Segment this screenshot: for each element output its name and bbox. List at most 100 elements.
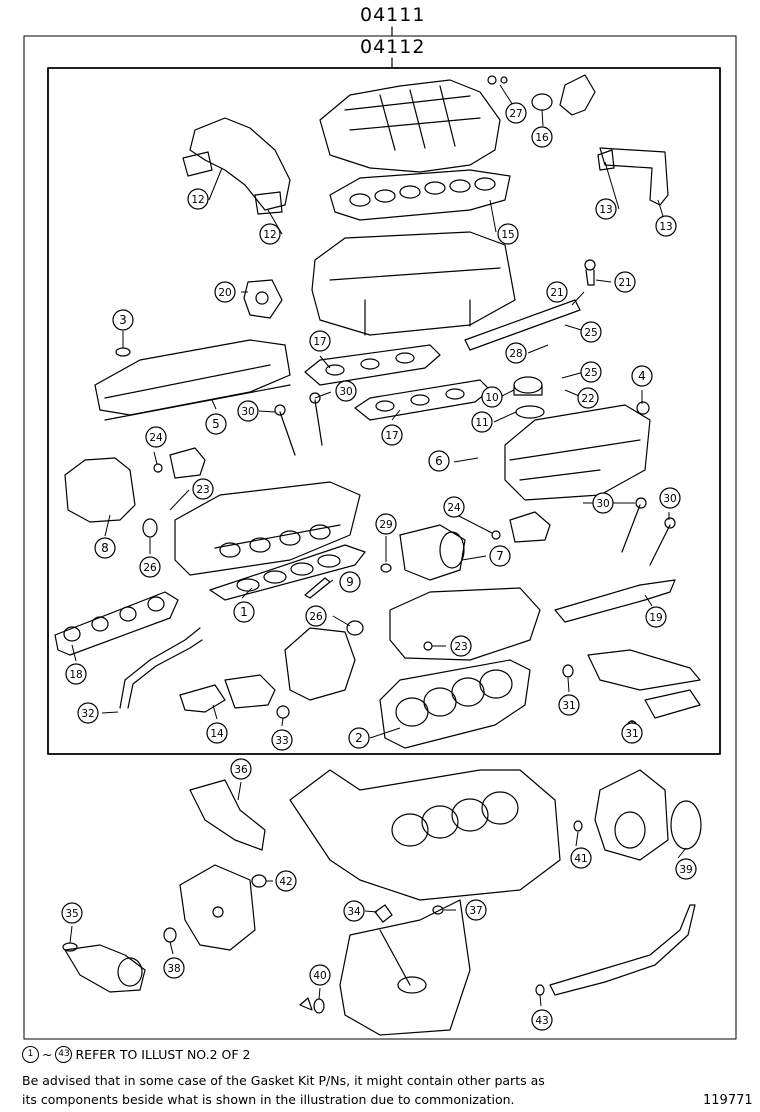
callout-number: 41 [574,853,587,865]
callout-9: 9 [339,571,361,593]
callout-number: 35 [65,908,78,920]
callout-10: 10 [481,386,503,408]
callout-number: 43 [535,1015,548,1027]
callout-8: 8 [94,537,116,559]
callout-number: 29 [379,519,392,531]
water-pipe-drawing [549,904,696,996]
callout-number: 33 [275,735,288,747]
callout-33: 33 [271,729,293,751]
callout-number: 31 [562,700,575,712]
callout-4: 4 [631,365,653,387]
callout-37: 37 [465,899,487,921]
outer-kit-frame [23,35,737,1040]
callout-number: 13 [659,221,672,233]
callout-1: 1 [233,601,255,623]
callout-39: 39 [675,858,697,880]
callout-42: 42 [275,870,297,892]
callout-14: 14 [206,722,228,744]
callout-23: 23 [450,635,472,657]
callout-30: 30 [237,400,259,422]
callout-circle [645,606,667,628]
callout-number: 13 [599,204,612,216]
intake-manifold-drawing [311,231,516,336]
callout-circle [94,537,116,559]
callout-21: 21 [546,281,568,303]
callout-number: 26 [309,611,323,623]
timing-cover-drawing [64,457,136,523]
callout-30: 30 [659,487,681,509]
air-pipe-drawing [189,117,291,211]
callout-23: 23 [192,478,214,500]
head-gasket-left-drawing [209,544,366,601]
callout-number: 15 [501,229,514,241]
callout-number: 38 [167,963,180,975]
callout-number: 4 [638,369,646,383]
callout-24: 24 [145,426,167,448]
callout-circle [275,870,297,892]
callout-22: 22 [577,387,599,409]
inner-kit-frame [47,67,721,755]
plenum-gasket-ports [349,177,496,207]
callout-number: 37 [469,905,482,917]
callout-circle [61,902,83,924]
callout-6: 6 [428,450,450,472]
callout-circle [335,380,357,402]
callout-number: 17 [385,430,398,442]
callout-circle [497,223,519,245]
callout-5: 5 [205,413,227,435]
callout-circle [259,223,281,245]
intake-plenum-drawing [319,79,501,173]
callout-circle [443,496,465,518]
callout-34: 34 [343,900,365,922]
callout-circle [531,126,553,148]
callout-number: 22 [581,393,594,405]
callout-circle [505,102,527,124]
callout-circle [205,413,227,435]
callout-30: 30 [592,492,614,514]
callout-32: 32 [77,702,99,724]
callout-35: 35 [61,902,83,924]
footer-note-line-2: its components beside what is shown in t… [22,1092,515,1107]
callout-29: 29 [375,513,397,535]
oil-pan-drawing [339,899,471,1036]
callout-number: 31 [625,728,638,740]
callout-40: 40 [309,964,331,986]
callout-number: 7 [496,549,504,563]
callout-number: 34 [347,906,361,918]
callout-circle [428,450,450,472]
callout-number: 9 [346,575,354,589]
callout-24: 24 [443,496,465,518]
callout-number: 23 [196,484,209,496]
callout-circle [531,1009,553,1031]
callout-circle [489,545,511,567]
callout-number: 40 [313,970,326,982]
callout-number: 20 [218,287,231,299]
callout-circle [230,758,252,780]
callout-circle [381,424,403,446]
callout-circle [348,727,370,749]
callout-circle [65,663,87,685]
callout-circle [339,571,361,593]
callout-number: 6 [435,454,443,468]
callout-circle [595,198,617,220]
callout-25: 25 [580,361,602,383]
callout-number: 24 [447,502,461,514]
callout-number: 42 [279,876,292,888]
callout-circle [655,215,677,237]
callout-circle [187,188,209,210]
callout-circle [139,556,161,578]
gasket-kit-diagram: 1234567891011121213131415161717181920212… [23,26,737,1040]
callout-number: 12 [191,194,204,206]
footer-note-line-1: Be advised that in some case of the Gask… [22,1073,545,1088]
callout-41: 41 [570,847,592,869]
callout-number: 32 [81,708,94,720]
callout-number: 21 [550,287,563,299]
valve-cover-left-drawing [94,339,291,416]
callout-circle [614,271,636,293]
callout-31: 31 [621,722,643,744]
figure-id: 119771 [703,1093,753,1108]
callout-30: 30 [335,380,357,402]
callout-circle [580,321,602,343]
callout-number: 28 [509,348,522,360]
callout-circle [659,487,681,509]
